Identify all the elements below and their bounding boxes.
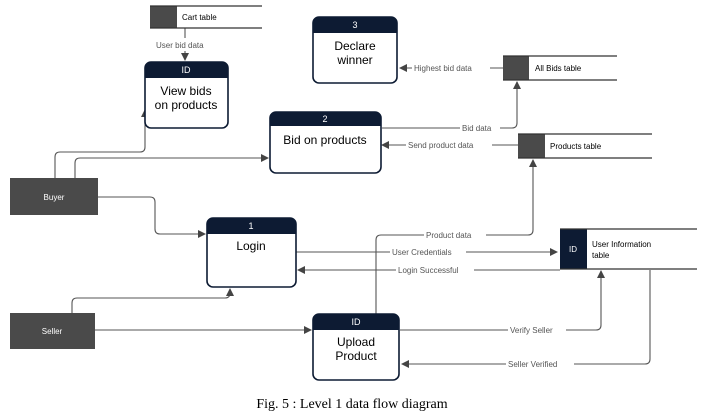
entity-buyer: Buyer xyxy=(10,178,98,215)
process-login-label: Login xyxy=(236,239,265,253)
process-upload-product-id: ID xyxy=(352,317,362,327)
flow-seller-to-login xyxy=(71,288,234,314)
figure-caption: Fig. 5 : Level 1 data flow diagram xyxy=(256,397,447,412)
process-declare-winner-line2: winner xyxy=(336,53,372,67)
process-login: 1 Login xyxy=(206,217,297,288)
label-seller-verified: Seller Verified xyxy=(508,360,557,369)
process-bid-on-products: 2 Bid on products xyxy=(269,111,382,174)
entity-seller: Seller xyxy=(10,313,95,349)
process-bid-on-products-label: Bid on products xyxy=(283,133,366,147)
label-bid-data: Bid data xyxy=(462,124,492,133)
flow-seller-verified xyxy=(401,270,651,368)
process-upload-product-line1: Upload xyxy=(337,335,375,349)
label-login-successful: Login Successful xyxy=(398,266,459,275)
process-declare-winner-id: 3 xyxy=(352,20,357,30)
process-login-id: 1 xyxy=(248,221,253,231)
process-declare-winner: 3 Declare winner xyxy=(312,16,398,84)
process-view-bids: ID View bids on products xyxy=(144,61,229,129)
process-upload-product: ID Upload Product xyxy=(312,313,400,381)
store-user-info-line1: User Information xyxy=(592,240,651,249)
process-bid-on-products-id: 2 xyxy=(322,114,327,124)
label-verify-seller: Verify Seller xyxy=(510,326,553,335)
label-highest-bid-data: Highest bid data xyxy=(414,64,472,73)
label-send-product-data: Send product data xyxy=(408,141,474,150)
store-cart-table: Cart table xyxy=(150,5,262,29)
store-cart-label: Cart table xyxy=(182,13,217,22)
process-view-bids-line2: on products xyxy=(155,98,218,112)
flow-buyer-to-view-bids xyxy=(54,109,149,178)
store-products-label: Products table xyxy=(550,142,602,151)
store-user-info-id: ID xyxy=(569,245,577,254)
label-product-data: Product data xyxy=(426,231,472,240)
store-all-bids-label: All Bids table xyxy=(535,64,582,73)
process-declare-winner-line1: Declare xyxy=(334,39,376,53)
flow-buyer-to-login xyxy=(98,196,206,238)
process-view-bids-line1: View bids xyxy=(160,84,211,98)
store-user-info-line2: table xyxy=(592,251,610,260)
store-all-bids-table: All Bids table xyxy=(503,55,617,81)
process-view-bids-id: ID xyxy=(182,65,192,75)
entity-seller-label: Seller xyxy=(42,327,63,336)
flow-buyer-to-bid xyxy=(74,154,269,178)
label-user-credentials: User Credentials xyxy=(392,248,452,257)
store-products-table: Products table xyxy=(518,133,652,159)
flow-verify-seller xyxy=(400,270,605,331)
store-user-information-table: ID User Information table xyxy=(560,228,697,270)
flow-bid-data xyxy=(382,81,521,129)
entity-buyer-label: Buyer xyxy=(44,193,65,202)
label-user-bid-data: User bid data xyxy=(156,41,204,50)
process-upload-product-line2: Product xyxy=(335,349,377,363)
